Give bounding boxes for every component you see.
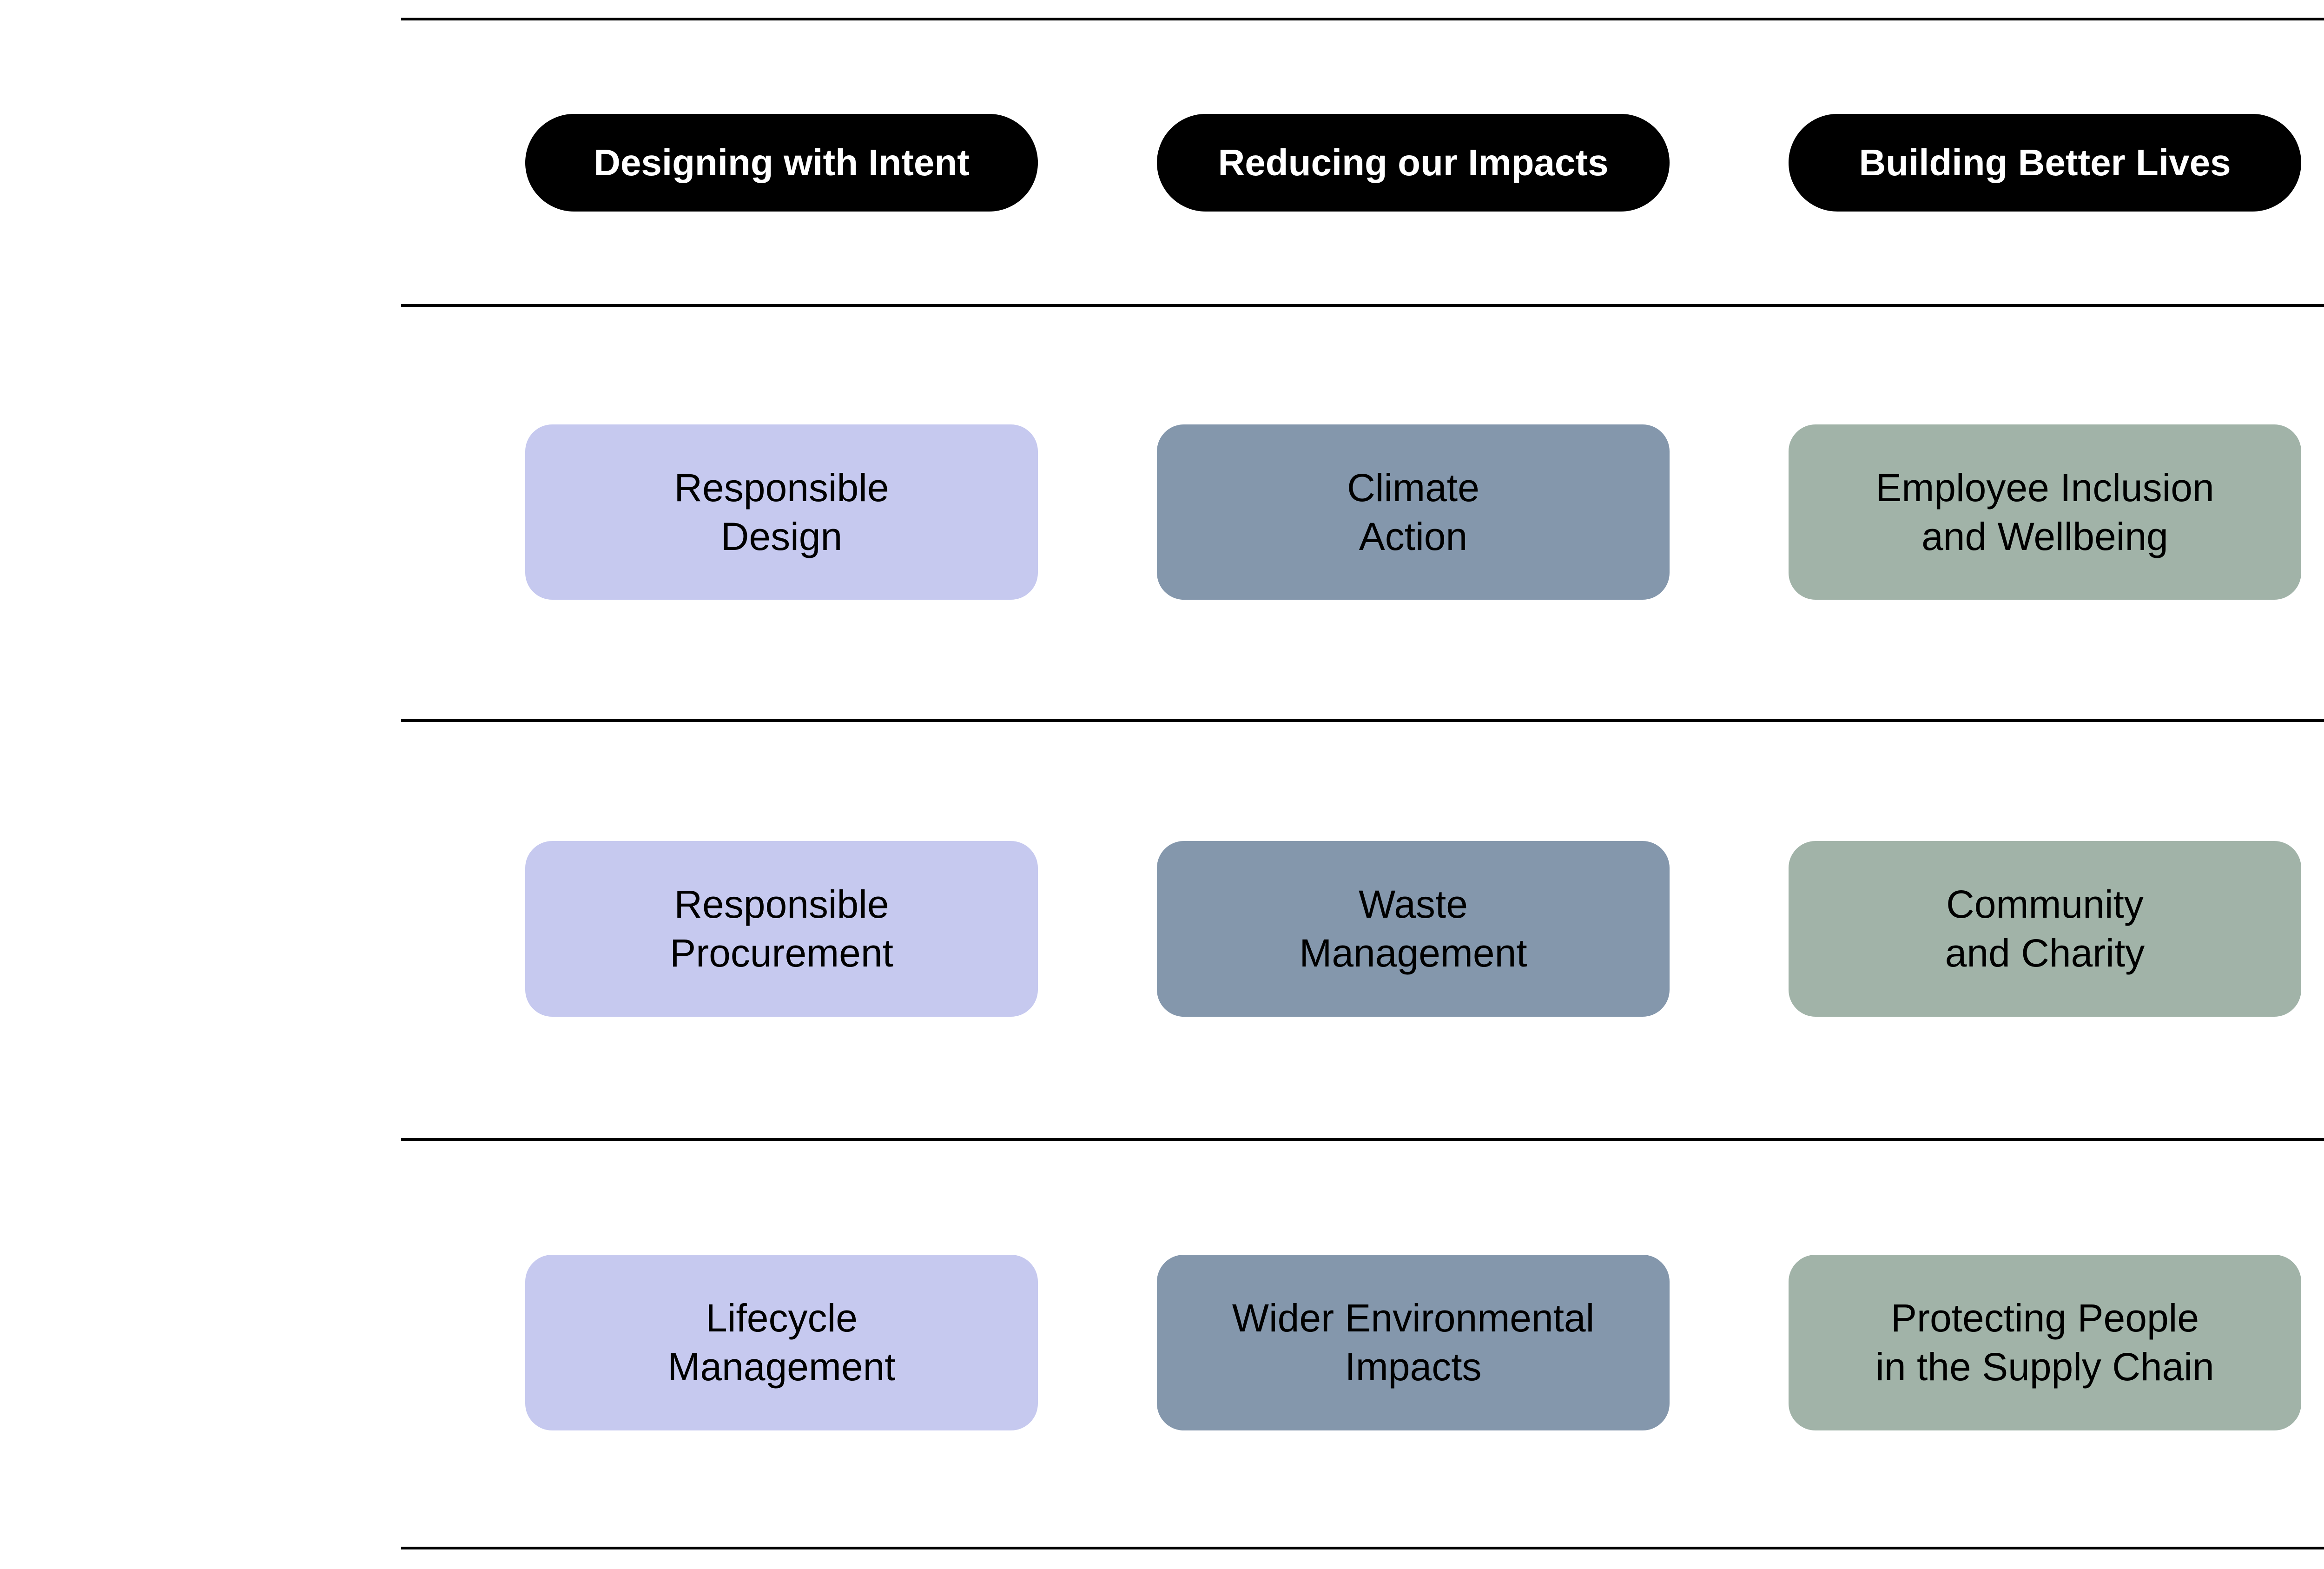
matrix-cell-waste-management: Waste Management — [1157, 841, 1670, 1017]
cell-label-line: Community — [1946, 882, 2144, 926]
divider-line-under-row-2 — [401, 1138, 2324, 1141]
cell-label-line: Waste — [1359, 882, 1468, 926]
pillar-header-designing-with-intent: Designing with Intent — [525, 114, 1038, 212]
cell-label-line: Responsible — [674, 882, 889, 926]
cell-label-line: and Wellbeing — [1921, 514, 2168, 558]
pillar-header-row: Designing with Intent Reducing our Impac… — [525, 114, 2301, 212]
matrix-row-1: Responsible Design Climate Action Employ… — [525, 424, 2301, 600]
matrix-row-2: Responsible Procurement Waste Management… — [525, 841, 2301, 1017]
matrix-cell-protecting-people-in-the-supply-chain: Protecting People in the Supply Chain — [1789, 1255, 2301, 1430]
matrix-cell-wider-environmental-impacts: Wider Environmental Impacts — [1157, 1255, 1670, 1430]
cell-label-line: Employee Inclusion — [1875, 465, 2214, 510]
divider-line-top — [401, 18, 2324, 20]
cell-label-line: Lifecycle — [706, 1296, 858, 1340]
matrix-row-3: Lifecycle Management Wider Environmental… — [525, 1255, 2301, 1430]
matrix-cell-responsible-procurement: Responsible Procurement — [525, 841, 1038, 1017]
pillar-header-building-better-lives: Building Better Lives — [1789, 114, 2301, 212]
pillar-header-reducing-our-impacts: Reducing our Impacts — [1157, 114, 1670, 212]
divider-line-bottom — [401, 1547, 2324, 1549]
divider-line-under-row-1 — [401, 719, 2324, 722]
divider-line-under-headers — [401, 304, 2324, 307]
cell-label-line: Action — [1359, 514, 1468, 558]
cell-label-line: Management — [1299, 931, 1527, 975]
cell-label-line: Management — [667, 1345, 896, 1389]
cell-label-line: and Charity — [1945, 931, 2145, 975]
cell-label-line: Protecting People — [1890, 1296, 2199, 1340]
cell-label-line: Impacts — [1345, 1345, 1482, 1389]
matrix-cell-responsible-design: Responsible Design — [525, 424, 1038, 600]
matrix-cell-community-and-charity: Community and Charity — [1789, 841, 2301, 1017]
matrix-cell-lifecycle-management: Lifecycle Management — [525, 1255, 1038, 1430]
cell-label-line: Procurement — [670, 931, 893, 975]
cell-label-line: in the Supply Chain — [1875, 1345, 2214, 1389]
cell-label-line: Responsible — [674, 465, 889, 510]
cell-label-line: Climate — [1347, 465, 1479, 510]
cell-label-line: Design — [720, 514, 843, 558]
matrix-cell-climate-action: Climate Action — [1157, 424, 1670, 600]
cell-label-line: Wider Environmental — [1232, 1296, 1595, 1340]
matrix-cell-employee-inclusion-and-wellbeing: Employee Inclusion and Wellbeing — [1789, 424, 2301, 600]
